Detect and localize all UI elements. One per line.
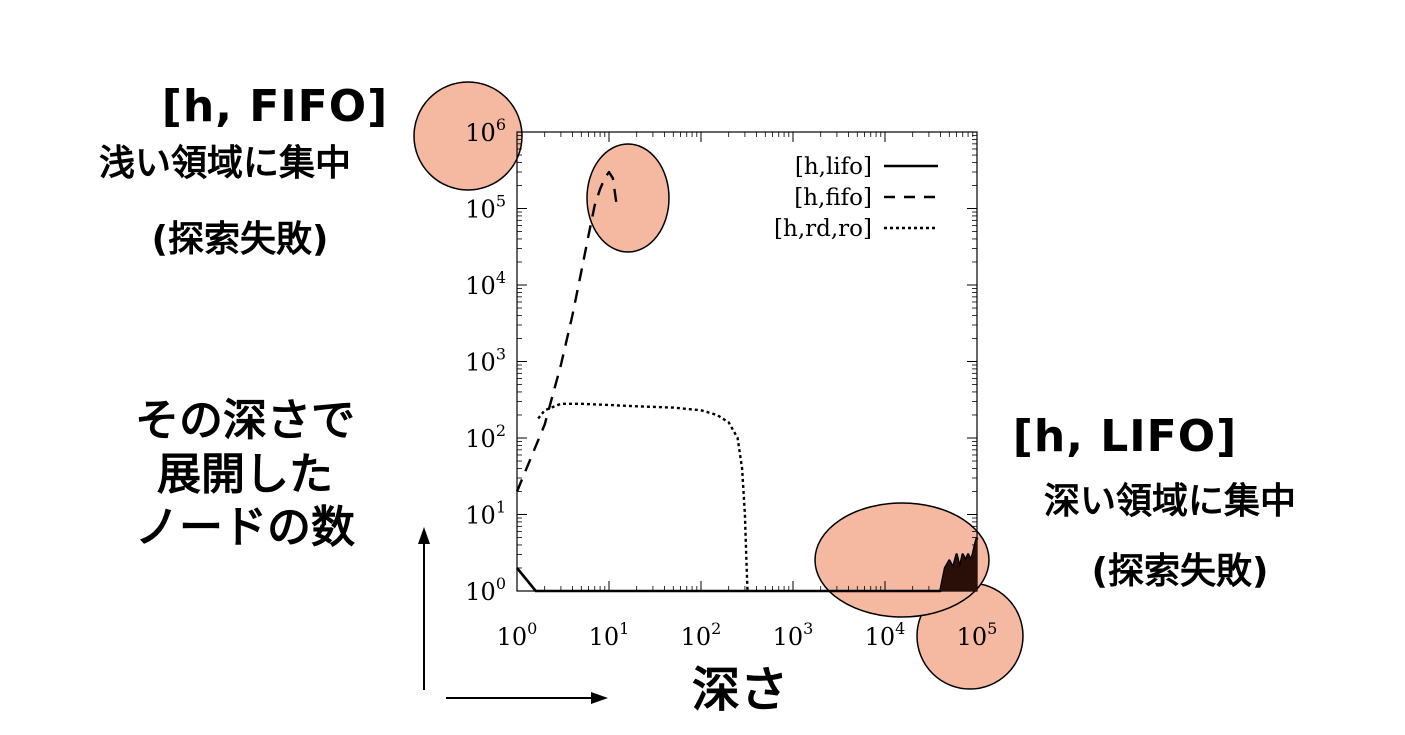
legend-label-h-fifo: [h,fifo] xyxy=(794,185,872,211)
lifo-annotation-note: (探索失敗) xyxy=(1091,551,1269,592)
lifo-annotation-title: [h, LIFO] xyxy=(1012,411,1238,462)
y-axis-label: その深さで 展開した ノードの数 xyxy=(90,394,400,555)
x-direction-arrowhead xyxy=(591,692,608,704)
ytick-highlight-circle xyxy=(413,81,523,191)
y-axis-label-line-2: 展開した xyxy=(157,448,333,500)
x-tick-label: 105 xyxy=(957,619,998,651)
y-axis-label-line-3: ノードの数 xyxy=(135,502,355,554)
x-tick-label: 101 xyxy=(589,619,630,651)
x-tick-label: 100 xyxy=(497,619,538,651)
series-line-h-rd-ro xyxy=(537,402,749,592)
y-tick-label: 105 xyxy=(465,192,506,224)
axis-ticks: 100 101 102 103 104 105 100 101 102 103 104 105 106 xyxy=(465,115,997,651)
highlight-circles xyxy=(413,81,1024,690)
y-tick-label: 101 xyxy=(465,498,506,530)
y-axis-label-line-1: その深さで xyxy=(135,395,355,446)
x-tick-label: 103 xyxy=(773,619,814,651)
fifo-annotation-note: (探索失敗) xyxy=(151,219,329,260)
y-tick-label: 102 xyxy=(465,421,506,453)
fifo-annotation-description: 浅い領域に集中 xyxy=(98,143,351,184)
fifo-peak-highlight-circle xyxy=(586,143,670,253)
lifo-annotation-description: 深い領域に集中 xyxy=(1043,481,1296,522)
x-tick-label: 104 xyxy=(865,619,906,651)
axis-arrows xyxy=(418,527,608,704)
data-series xyxy=(515,170,979,593)
y-tick-label: 103 xyxy=(465,345,506,377)
y-direction-arrowhead xyxy=(418,527,430,544)
x-tick-label: 102 xyxy=(681,619,722,651)
y-tick-label: 104 xyxy=(465,268,506,300)
series-line-h-fifo xyxy=(515,170,618,492)
legend: [h,lifo] [h,fifo] [h,rd,ro] xyxy=(774,154,938,242)
y-tick-label: 106 xyxy=(465,115,506,147)
x-axis-label: 深さ xyxy=(691,662,788,718)
legend-label-h-lifo: [h,lifo] xyxy=(795,154,872,180)
y-tick-label: 100 xyxy=(465,574,506,606)
series-area-h-lifo xyxy=(940,537,977,591)
fifo-annotation-title: [h, FIFO] xyxy=(161,81,389,132)
legend-label-h-rd-ro: [h,rd,ro] xyxy=(774,216,872,242)
